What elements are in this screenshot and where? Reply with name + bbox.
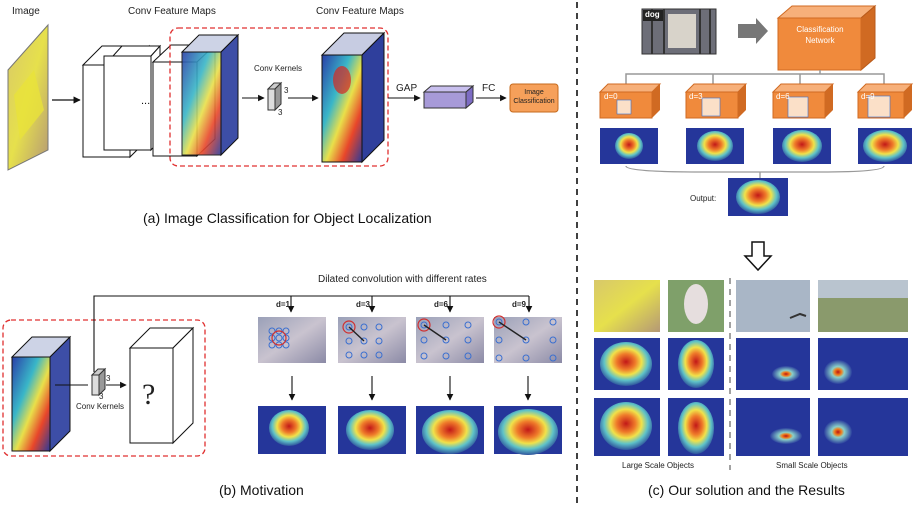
- caption-c: (c) Our solution and the Results: [648, 482, 845, 498]
- rate-label-d3: d=3: [356, 300, 371, 309]
- unknown-output-map: [129, 347, 174, 444]
- branch-d3: d=3: [689, 92, 703, 101]
- branch-d0: d=0: [604, 92, 618, 101]
- network-label: Classification Network: [796, 25, 844, 45]
- kernel-dim-2: 3: [278, 108, 283, 117]
- conv-kernels-label: Conv Kernels: [254, 64, 303, 73]
- classification-network: [777, 17, 862, 71]
- dilation-examples: [258, 315, 562, 455]
- kernel-dim-b1: 3: [106, 374, 111, 383]
- dilation-branches: [598, 83, 914, 119]
- conv-maps-label-2: Conv Feature Maps: [316, 6, 404, 17]
- panel-a: ...: [7, 23, 559, 171]
- conv-maps-label-1: Conv Feature Maps: [128, 6, 216, 17]
- results-grid: [594, 280, 908, 456]
- branch-heatmaps: [600, 128, 912, 164]
- rate-label-d6: d=6: [434, 300, 449, 309]
- dog-tag: dog: [645, 10, 660, 19]
- conv-kernel: [267, 88, 276, 111]
- large-scale-label: Large Scale Objects: [622, 461, 695, 470]
- dilated-title: Dilated convolution with different rates: [318, 274, 487, 285]
- rate-label-d9: d=9: [512, 300, 527, 309]
- panel-c: [594, 4, 914, 470]
- classification-box: [509, 83, 559, 113]
- question-mark: ?: [142, 378, 156, 411]
- branch-d6: d=6: [776, 92, 790, 101]
- rate-label-d1: d=1: [276, 300, 291, 309]
- small-scale-label: Small Scale Objects: [776, 461, 848, 470]
- down-arrow-icon: [743, 241, 773, 272]
- branch-d9: d=9: [861, 92, 875, 101]
- panel-b: [2, 295, 562, 457]
- kernel-dim-b2: 3: [99, 392, 104, 401]
- gap-label: GAP: [396, 83, 418, 94]
- feature-maps-stack: ...: [81, 33, 240, 159]
- gap-vector: [423, 91, 467, 109]
- output-label: Output:: [690, 194, 717, 203]
- classification-box-label: Image Classification: [513, 89, 555, 105]
- image-label: Image: [12, 6, 40, 17]
- focus-region-box: [169, 27, 389, 167]
- svg-text:...: ...: [141, 95, 150, 107]
- conv-kernels-label-b: Conv Kernels: [76, 402, 125, 411]
- fc-label: FC: [482, 83, 496, 94]
- caption-b: (b) Motivation: [219, 482, 304, 498]
- caption-a: (a) Image Classification for Object Loca…: [143, 210, 432, 226]
- kernel-dim-1: 3: [284, 86, 289, 95]
